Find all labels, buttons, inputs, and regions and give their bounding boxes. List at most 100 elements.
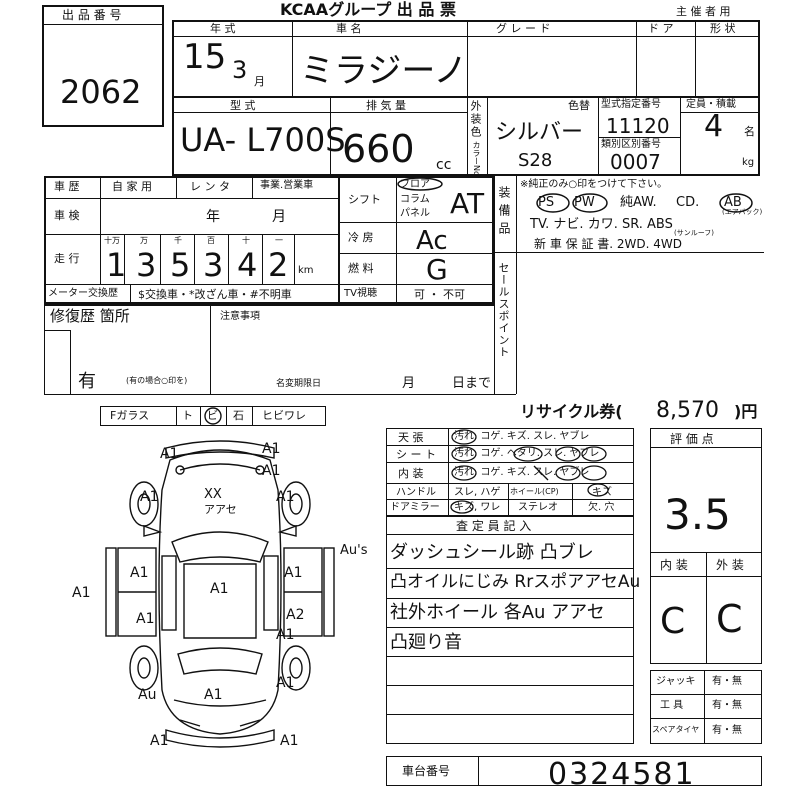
equipment-line-2: TV. ナビ. カワ. SR. ABS [530, 217, 673, 232]
mirror-options: キズ, ワレ [454, 502, 501, 513]
equip-pw: PW [574, 195, 595, 210]
inspector-comment-2: 凸オイルにじみ RrスポアアセAu [390, 572, 641, 592]
repair-history-note: (有の場合○印を) [126, 376, 188, 385]
diagram-mark-aase: アアセ [204, 503, 237, 516]
repair-history-label: 修復歴 箇所 [50, 307, 130, 325]
diagram-mark-10: A1 [284, 565, 303, 581]
lot-number: 2062 [60, 73, 142, 111]
lot-number-box [42, 5, 164, 127]
type-label: 型 式 [230, 99, 256, 112]
grade-label: グ レ ー ド [496, 22, 551, 35]
lot-number-label: 出 品 番 号 [62, 8, 122, 22]
condition-circles [450, 429, 609, 514]
shift-floor-option: フロア [400, 179, 430, 190]
inspector-label: 査 定 員 記 入 [456, 519, 532, 533]
equip-ps: PS [538, 195, 555, 210]
score-label: 評 価 点 [670, 432, 714, 446]
car-diagram [105, 440, 335, 748]
mileage-digit-4: 3 [203, 246, 224, 284]
aircon-label: 冷 房 [348, 231, 374, 244]
diagram-mark-12: A1 [210, 581, 229, 597]
equip-circles [536, 193, 753, 213]
front-glass-label: Fガラス [110, 409, 150, 422]
form-title: KCAAグループ 出 品 票 [280, 0, 456, 19]
jack-value: 有・無 [712, 676, 742, 687]
mileage-label: 走 行 [54, 252, 80, 265]
shift-panel-option: パネル [400, 208, 430, 219]
glass-option-chip: ビ [207, 409, 218, 422]
interior-label: 内 装 [398, 467, 424, 480]
model-name: ミラジーノ [300, 51, 468, 91]
doors-label: ド ア [648, 22, 674, 35]
spare-tire-label: スペアタイヤ [652, 725, 700, 734]
color-no-label: カラーNo. [472, 141, 481, 179]
rename-deadline-label: 名変期限日 [276, 379, 322, 389]
seat-label: シ ー ト [396, 448, 436, 461]
equipment-note: ※純正のみ○印をつけて下さい。 [520, 179, 668, 190]
front-glass-box [100, 406, 326, 426]
airbag-note: (エアバック) [722, 208, 763, 216]
inspection-label: 車 検 [54, 209, 80, 222]
condition-table [386, 428, 634, 516]
inspector-comment-4: 凸廻り音 [390, 632, 462, 653]
chassis-number: 0324581 [548, 757, 696, 792]
model-name-label: 車 名 [336, 22, 362, 35]
category-label: 類別区別番号 [601, 139, 661, 150]
glass-chip-circle [204, 407, 222, 425]
mileage-digit-3: 5 [170, 246, 191, 284]
car-history-label: 車 歴 [54, 180, 80, 193]
shift-label: シフト [348, 193, 381, 206]
displacement-value: 660 [342, 127, 415, 171]
rename-month-unit: 月 [402, 376, 416, 391]
business-use-option: 事業.営業車 [260, 180, 314, 191]
handle-options: スレ, ハゲ [454, 487, 501, 498]
diagram-mark-19: A1 [276, 627, 295, 643]
category-no: 0007 [610, 150, 661, 174]
digit-label-1k: 千 [174, 236, 182, 245]
digit-label-1: 一 [275, 236, 283, 245]
fuel-label: 燃 料 [348, 262, 374, 275]
repair-history-value: 有 [78, 371, 96, 392]
mileage-digit-6: 2 [268, 246, 289, 284]
diagram-mark-1: A1 [160, 446, 179, 462]
type-value: UA- L700S [180, 121, 346, 159]
interior-options: 汚れ. コゲ. キズ. スレ. ヤブレ [454, 467, 590, 478]
diagram-mark-xx: XX [204, 487, 222, 502]
mileage-digit-2: 3 [136, 246, 157, 284]
digit-label-100: 百 [207, 236, 215, 245]
aircon-value: Ac [416, 226, 448, 256]
diagram-mark-3: A1 [140, 489, 159, 505]
tv-label: TV視聴 [344, 288, 377, 299]
capacity-value: 4 [704, 109, 724, 144]
digit-label-10: 十 [242, 236, 250, 245]
chassis-box [386, 756, 762, 786]
shift-column-option: コラム [400, 194, 430, 205]
kg-unit: kg [742, 157, 755, 168]
score-value: 3.5 [664, 490, 731, 539]
shift-value: AT [450, 187, 485, 220]
diagram-mark-5: A1 [262, 463, 281, 479]
jack-label: ジャッキ [656, 676, 696, 687]
glass-option-stone: 石 [233, 409, 244, 422]
stereo-options: 欠. 穴 [588, 502, 615, 513]
sales-point-label: セールスポイント [497, 262, 510, 358]
diagram-mark-au: Au [138, 687, 157, 703]
sunroof-note: (サンルーフ) [674, 229, 715, 237]
tv-options: 可 ・ 不可 [414, 288, 465, 301]
equip-cd: CD. [676, 195, 700, 210]
exterior-color-label: 外装色 [469, 100, 482, 139]
interior-score: C [660, 601, 686, 642]
equip-alloy-wheels: 純AW. [620, 195, 657, 210]
glass-option-scratch: ト [182, 409, 193, 422]
tools-box [650, 670, 762, 744]
mileage-digit-1: 1 [106, 246, 127, 284]
handle-label: ハンドル [396, 487, 436, 498]
equipment-line-3: 新 車 保 証 書. 2WD. 4WD [534, 237, 682, 251]
inspector-box [386, 516, 634, 744]
diagram-mark-14: A1 [136, 611, 155, 627]
diagram-mark-18: A1 [280, 733, 299, 749]
diagram-mark-16: A1 [204, 687, 223, 703]
color-value: シルバー [495, 120, 584, 145]
wheel-options: キズ [592, 487, 612, 498]
meter-swap-options: $交換車・*改ざん車・#不明車 [138, 288, 292, 301]
